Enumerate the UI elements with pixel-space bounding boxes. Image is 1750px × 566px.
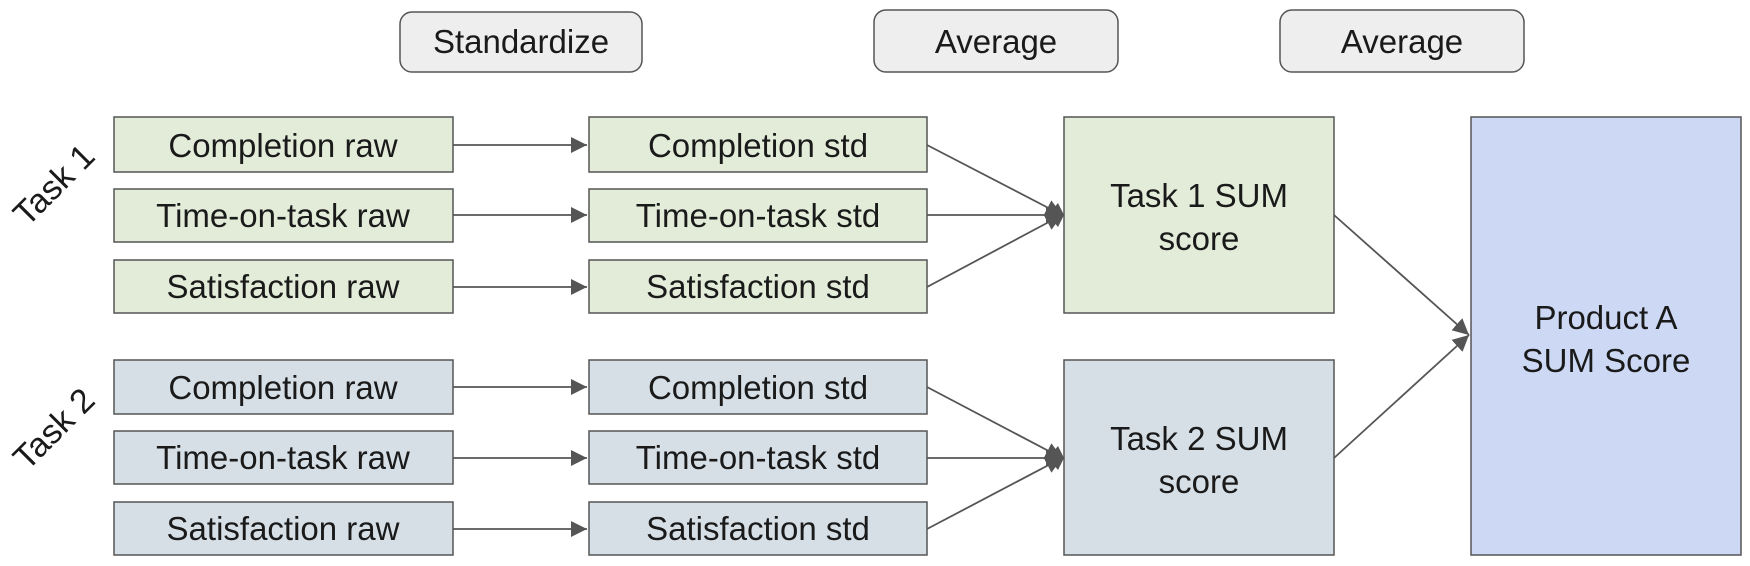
- average-label-2: Average: [1341, 23, 1463, 60]
- task-2-std-time-on-task: Time-on-task std: [588, 430, 928, 485]
- svg-text:Time-on-task std: Time-on-task std: [636, 197, 881, 234]
- svg-text:Task 1 SUM: Task 1 SUM: [1110, 177, 1288, 214]
- svg-text:score: score: [1159, 220, 1240, 257]
- arrow-t2-to-product: [1333, 334, 1470, 459]
- task-1-raw-time-on-task: Time-on-task raw: [113, 188, 454, 243]
- svg-text:score: score: [1159, 463, 1240, 500]
- svg-text:Completion std: Completion std: [648, 127, 868, 164]
- task-1-label: Task 1: [6, 137, 102, 233]
- standardize-label: Standardize: [433, 23, 609, 60]
- task-2-raw-satisfaction: Satisfaction raw: [113, 501, 454, 556]
- arrow-t2-completion-sum: [926, 386, 1063, 459]
- task-1-raw-completion: Completion raw: [113, 116, 454, 173]
- task-2-sum-box: Task 2 SUM score: [1063, 359, 1335, 556]
- merge-node-task-2: [1048, 446, 1064, 470]
- average-label-1: Average: [935, 23, 1057, 60]
- task-1-sum-box: Task 1 SUM score: [1063, 116, 1335, 314]
- arrow-t2-satisfaction-sum: [926, 457, 1063, 530]
- task-2-std-completion: Completion std: [588, 359, 928, 415]
- task-1-raw-satisfaction: Satisfaction raw: [113, 259, 454, 314]
- svg-text:Time-on-task raw: Time-on-task raw: [156, 439, 410, 476]
- task-1-std-time-on-task: Time-on-task std: [588, 188, 928, 243]
- task-1-std-satisfaction: Satisfaction std: [588, 259, 928, 314]
- svg-text:Completion raw: Completion raw: [168, 127, 397, 164]
- task-2-std-satisfaction: Satisfaction std: [588, 501, 928, 556]
- svg-text:Task 2 SUM: Task 2 SUM: [1110, 420, 1288, 457]
- product-sum-box: Product A SUM Score: [1470, 116, 1742, 556]
- svg-text:Satisfaction std: Satisfaction std: [646, 268, 870, 305]
- arrow-t1-completion-sum: [926, 144, 1063, 216]
- svg-text:Satisfaction std: Satisfaction std: [646, 510, 870, 547]
- task-1-std-completion: Completion std: [588, 116, 928, 173]
- svg-text:Completion std: Completion std: [648, 369, 868, 406]
- svg-text:Time-on-task raw: Time-on-task raw: [156, 197, 410, 234]
- svg-text:Satisfaction raw: Satisfaction raw: [167, 510, 400, 547]
- arrow-t1-satisfaction-sum: [926, 214, 1063, 288]
- merge-node-task-1: [1048, 203, 1064, 227]
- average-header-2: Average: [1279, 9, 1525, 73]
- svg-text:SUM Score: SUM Score: [1522, 342, 1691, 379]
- task-2-label: Task 2: [6, 381, 102, 477]
- svg-text:Time-on-task std: Time-on-task std: [636, 439, 881, 476]
- svg-text:Satisfaction raw: Satisfaction raw: [167, 268, 400, 305]
- standardize-header: Standardize: [399, 11, 643, 73]
- svg-text:Completion raw: Completion raw: [168, 369, 397, 406]
- task-2-raw-completion: Completion raw: [113, 359, 454, 415]
- svg-text:Product A: Product A: [1534, 299, 1677, 336]
- arrow-t1-to-product: [1333, 214, 1470, 336]
- average-header-1: Average: [873, 9, 1119, 73]
- task-2-raw-time-on-task: Time-on-task raw: [113, 430, 454, 485]
